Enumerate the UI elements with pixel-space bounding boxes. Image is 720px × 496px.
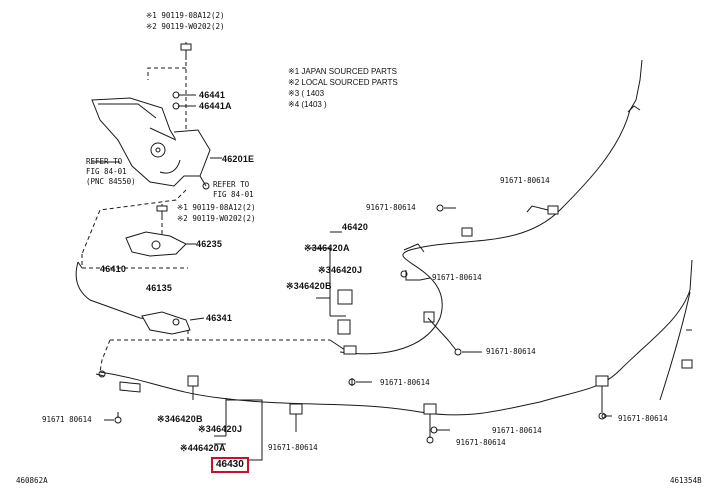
part-46420J-top[interactable]: ※346420J xyxy=(318,265,363,275)
ref-right-line-1: REFER TO xyxy=(213,180,250,189)
clip-label-1: 91671-80614 xyxy=(500,176,550,185)
part-46410[interactable]: 46410 xyxy=(100,264,127,274)
part-46420B-top[interactable]: ※346420B xyxy=(286,281,332,291)
part-46420A-bottom[interactable]: ※446420A xyxy=(180,443,226,453)
part-46420[interactable]: 46420 xyxy=(342,222,369,232)
top-fastener-1: ※1 90119-08A12(2) xyxy=(146,11,225,20)
part-46441[interactable]: 46441 xyxy=(199,90,226,100)
clip-label-3: 91671-80614 xyxy=(432,273,482,282)
clip-label-4: 91671-80614 xyxy=(486,347,536,356)
clip-label-10: 91671-80614 xyxy=(618,414,668,423)
ref-right-line-2: FIG 84-01 xyxy=(213,190,254,199)
part-46135[interactable]: 46135 xyxy=(146,283,173,293)
legend-line-1: ※1 JAPAN SOURCED PARTS xyxy=(288,67,397,76)
legend-line-3: ※3 ( 1403 xyxy=(288,89,325,98)
ref-left-line-1: REFER TO xyxy=(86,157,123,166)
part-46420A-top[interactable]: ※346420A xyxy=(304,243,350,253)
mid-fastener-2: ※2 90119-W0202(2) xyxy=(177,214,256,223)
part-46235[interactable]: 46235 xyxy=(196,239,223,249)
part-46420B-bottom[interactable]: ※346420B xyxy=(157,414,203,424)
figure-id-left: 460862A xyxy=(16,476,48,485)
clip-label-7: 91671-80614 xyxy=(268,443,318,452)
ref-left-line-3: (PNC 84550) xyxy=(86,177,136,186)
ref-left-line-2: FIG 84-01 xyxy=(86,167,127,176)
part-46201E[interactable]: 46201E xyxy=(222,154,255,164)
clip-label-6: 91671 80614 xyxy=(42,415,92,424)
legend-line-4: ※4 (1403 ) xyxy=(288,100,327,109)
legend-line-2: ※2 LOCAL SOURCED PARTS xyxy=(288,78,398,87)
figure-id-right: 461354B xyxy=(670,476,702,485)
part-46420J-bottom[interactable]: ※346420J xyxy=(198,424,243,434)
part-46441A[interactable]: 46441A xyxy=(199,101,232,111)
mid-fastener-1: ※1 90119-08A12(2) xyxy=(177,203,256,212)
clip-label-2: 91671-80614 xyxy=(366,203,416,212)
clip-label-5: 91671-80614 xyxy=(380,378,430,387)
clip-label-9: 91671-80614 xyxy=(456,438,506,447)
part-46341[interactable]: 46341 xyxy=(206,313,233,323)
top-fastener-2: ※2 90119-W0202(2) xyxy=(146,22,225,31)
part-46430-highlighted[interactable]: 46430 xyxy=(211,457,249,473)
clip-label-8: 91671-80614 xyxy=(492,426,542,435)
